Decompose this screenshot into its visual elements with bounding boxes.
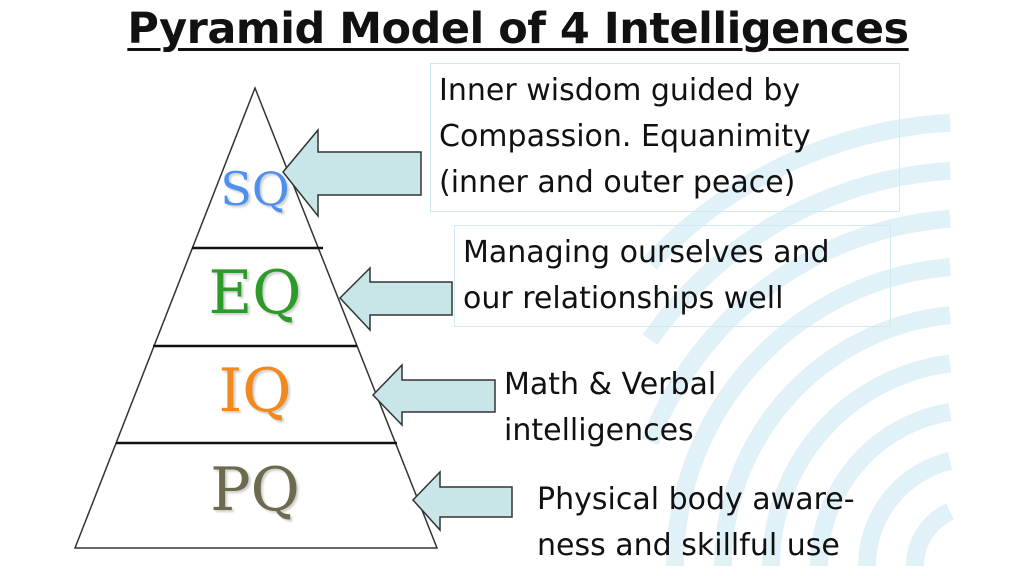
- description-iq: Math & Verbal intelligences: [504, 362, 716, 454]
- pyramid-outline: [73, 85, 439, 549]
- description-pq: Physical body aware- ness and skillful u…: [537, 477, 855, 569]
- level-label-eq: EQ: [208, 258, 302, 328]
- slide-title: Pyramid Model of 4 Intelligences: [127, 4, 909, 54]
- watermark-arc: [858, 452, 953, 567]
- watermark-arc: [666, 258, 951, 567]
- watermark-arc: [810, 403, 952, 567]
- description-line: (inner and outer peace): [439, 165, 796, 200]
- level-label-pq: PQ: [210, 455, 300, 525]
- description-sq: Inner wisdom guided by Compassion. Equan…: [430, 63, 900, 212]
- description-eq: Managing ourselves and our relationships…: [454, 225, 891, 327]
- description-line: our relationships well: [463, 281, 784, 316]
- watermark-arc: [714, 306, 951, 567]
- watermark-arc: [642, 161, 951, 345]
- level-label-iq: IQ: [218, 356, 292, 426]
- description-line: intelligences: [504, 413, 694, 448]
- description-line: Inner wisdom guided by: [439, 73, 801, 108]
- watermark-arcs: [641, 113, 955, 567]
- level-label-sq: SQ: [220, 162, 290, 216]
- description-line: Math & Verbal: [504, 367, 717, 402]
- description-line: Physical body aware-: [537, 482, 855, 517]
- description-line: ness and skillful use: [537, 528, 840, 563]
- arrow-sq: [282, 127, 422, 219]
- arrow-pq: [411, 470, 513, 532]
- description-line: Compassion. Equanimity: [439, 119, 811, 154]
- arrow-eq: [338, 266, 453, 332]
- watermark-arc: [643, 113, 951, 270]
- watermark-arc: [762, 354, 952, 567]
- watermark-arc: [906, 503, 955, 567]
- arrow-iq: [371, 363, 496, 427]
- description-line: Managing ourselves and: [463, 235, 830, 270]
- watermark-arc: [641, 209, 951, 445]
